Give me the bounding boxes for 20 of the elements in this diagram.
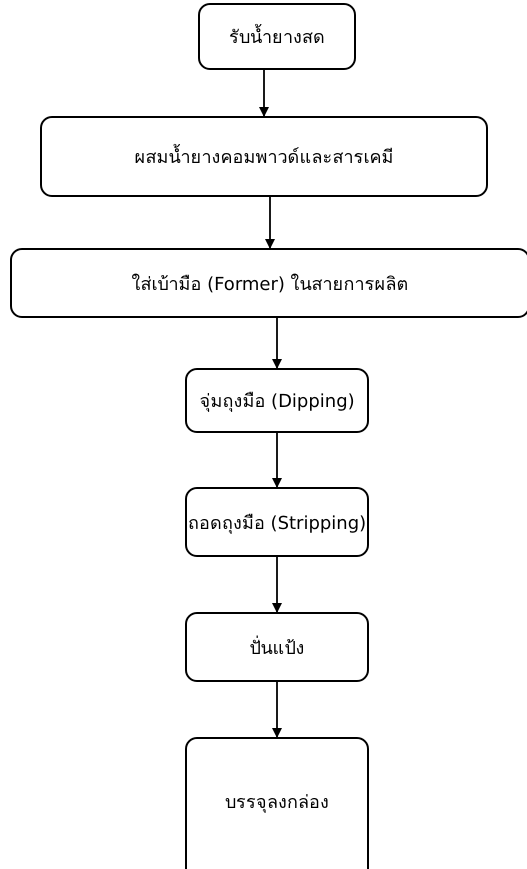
step-text: ใส่เบ้ามือ (Former) ในสายการผลิต (131, 272, 409, 296)
step-text: ผสมน้ำยางคอมพาวด์และสารเคมี (134, 142, 394, 171)
arrow (259, 70, 269, 117)
process-box (185, 487, 369, 557)
arrow (272, 557, 282, 613)
arrow (272, 682, 282, 738)
process-box (185, 737, 369, 869)
arrow (265, 197, 275, 249)
process-box (185, 612, 369, 682)
arrow (272, 433, 282, 488)
process-box (10, 248, 527, 318)
step-text: ถอดถุงมือ (Stripping) (188, 512, 366, 536)
process-box (40, 116, 488, 197)
process-box (198, 3, 356, 70)
process-box (185, 368, 369, 433)
arrow (272, 318, 282, 369)
step-text: บรรจุลงกล่อง (225, 791, 329, 815)
step-text: ปั่นแป้ง (250, 634, 304, 660)
step-text: รับน้ำยางสด (229, 22, 325, 51)
step-text: จุ่มถุงมือ (Dipping) (199, 390, 355, 414)
